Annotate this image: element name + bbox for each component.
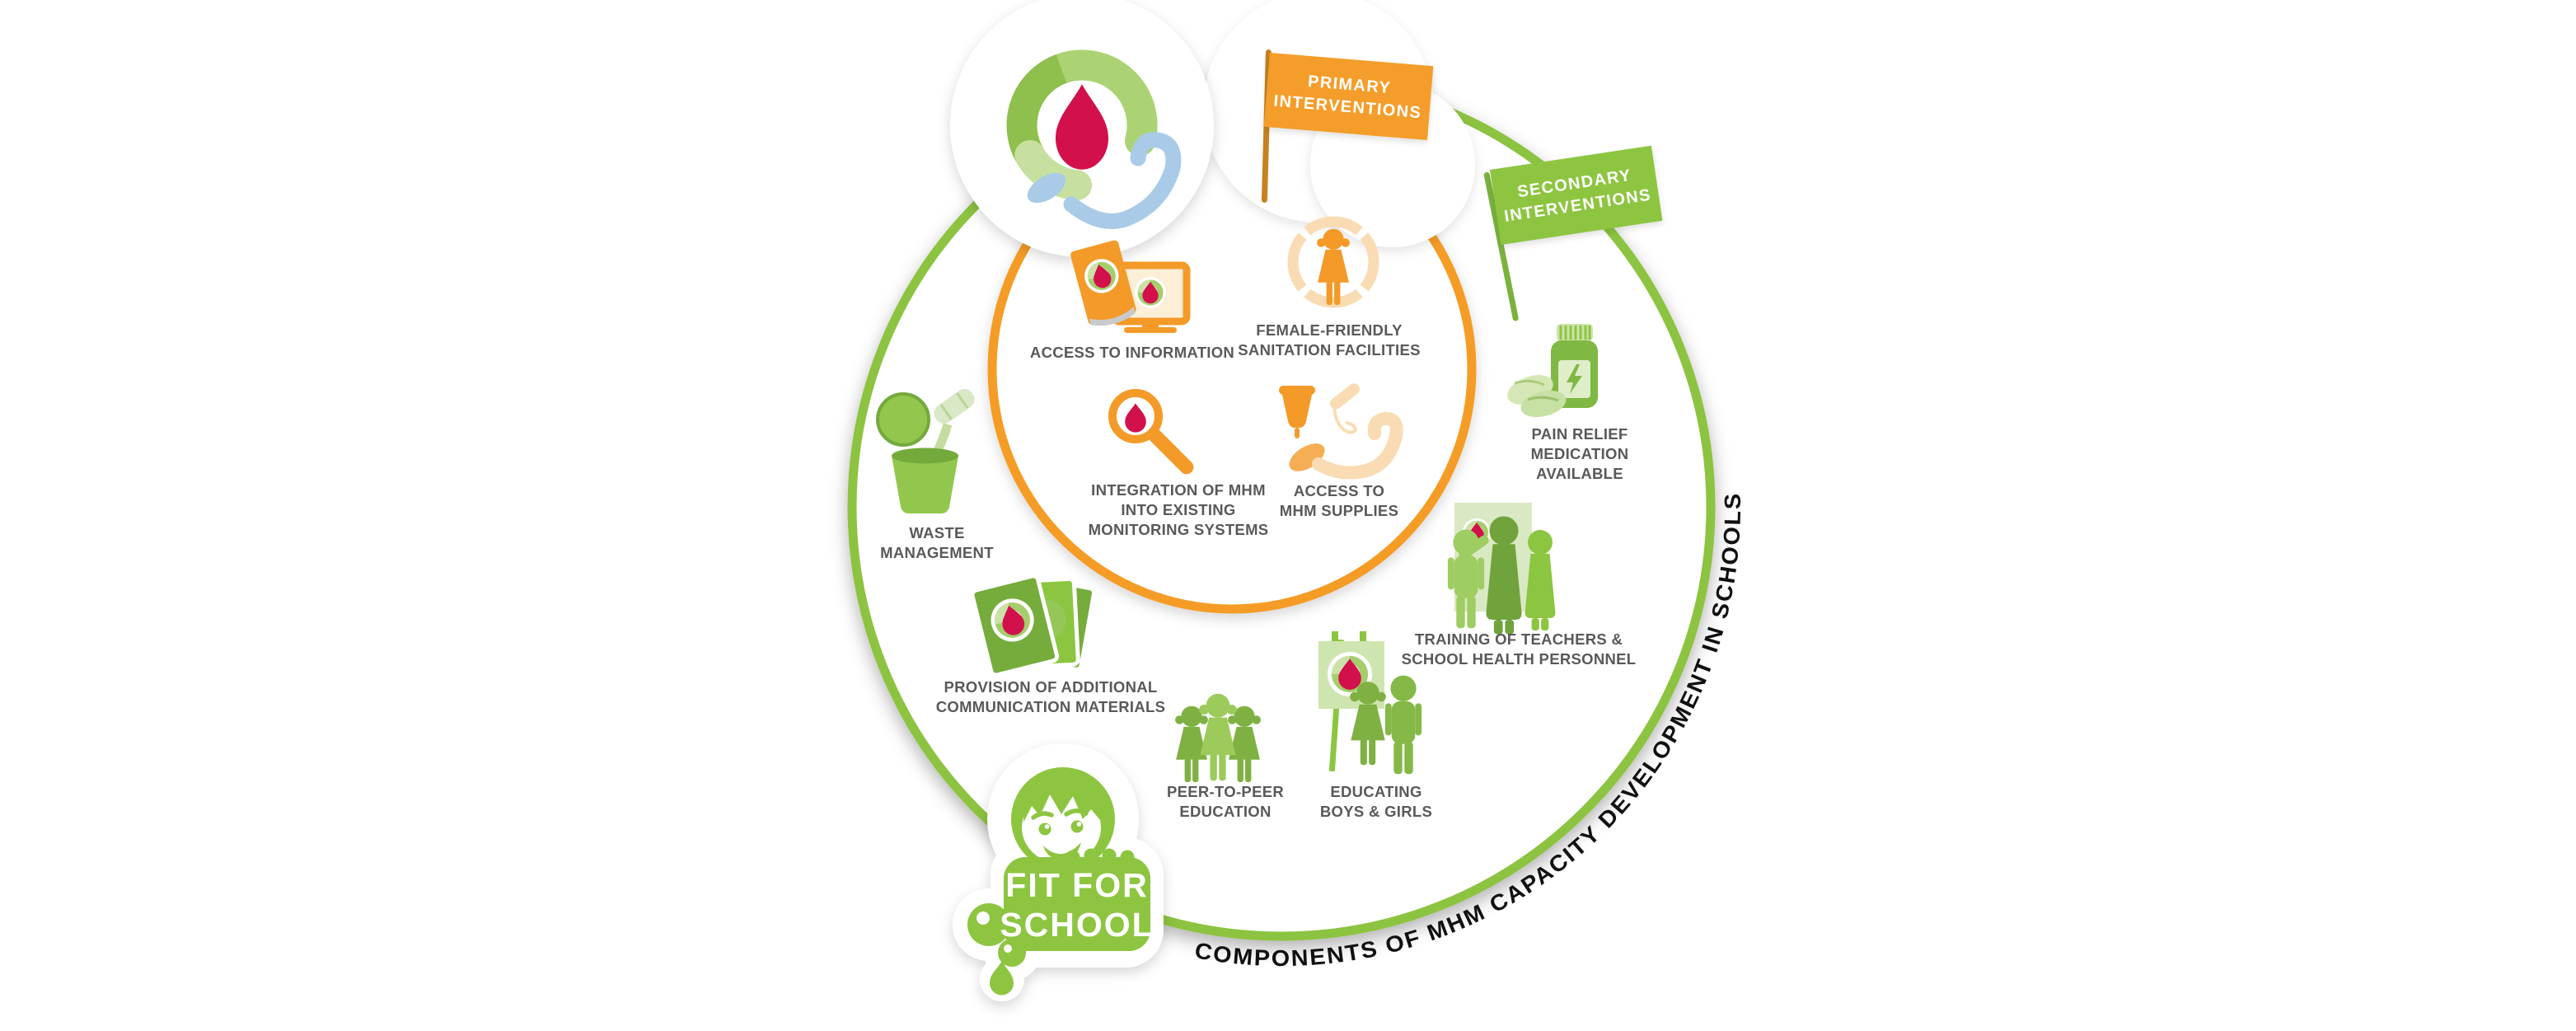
fit-for-school-mascot-icon	[953, 743, 1164, 1001]
mhm-pad-logo-icon	[1006, 49, 1182, 229]
menstrual-supplies-icon	[1279, 383, 1403, 480]
teachers-group-icon	[1447, 503, 1556, 635]
label-mhm-supplies: ACCESS TO MHM SUPPLIES	[1279, 482, 1399, 519]
label-pain-relief: PAIN RELIEF MEDICATION AVAILABLE	[1530, 425, 1629, 482]
label-peer-education: PEER-TO-PEER EDUCATION	[1166, 783, 1285, 820]
magnifier-drop-icon	[1108, 389, 1194, 475]
waste-bin-icon	[876, 389, 975, 513]
label-educating-boys-girls: EDUCATING BOYS & GIRLS	[1319, 783, 1433, 820]
label-waste-management: WASTE MANAGEMENT	[880, 524, 994, 561]
primary-interventions-flag: PRIMARY INTERVENTIONS	[1263, 53, 1434, 141]
label-communication-materials: PROVISION OF ADDITIONAL COMMUNICATION MA…	[935, 678, 1166, 715]
medicine-bottle-icon	[1507, 324, 1598, 418]
flashcards-icon	[970, 574, 1097, 677]
book-monitor-icon	[1070, 240, 1191, 333]
label-female-friendly: FEMALE-FRIENDLY SANITATION FACILITIES	[1238, 321, 1421, 359]
label-access-information: ACCESS TO INFORMATION	[1029, 344, 1235, 361]
label-training-teachers: TRAINING OF TEACHERS & SCHOOL HEALTH PER…	[1401, 630, 1637, 668]
label-integration-monitoring: INTEGRATION OF MHM INTO EXISTING MONITOR…	[1088, 481, 1269, 538]
fit-for-school-badge-label: FIT FOR SCHOOL	[1000, 866, 1155, 944]
flipchart-children-icon	[1318, 631, 1422, 775]
female-figure-circle-icon	[1287, 216, 1379, 308]
